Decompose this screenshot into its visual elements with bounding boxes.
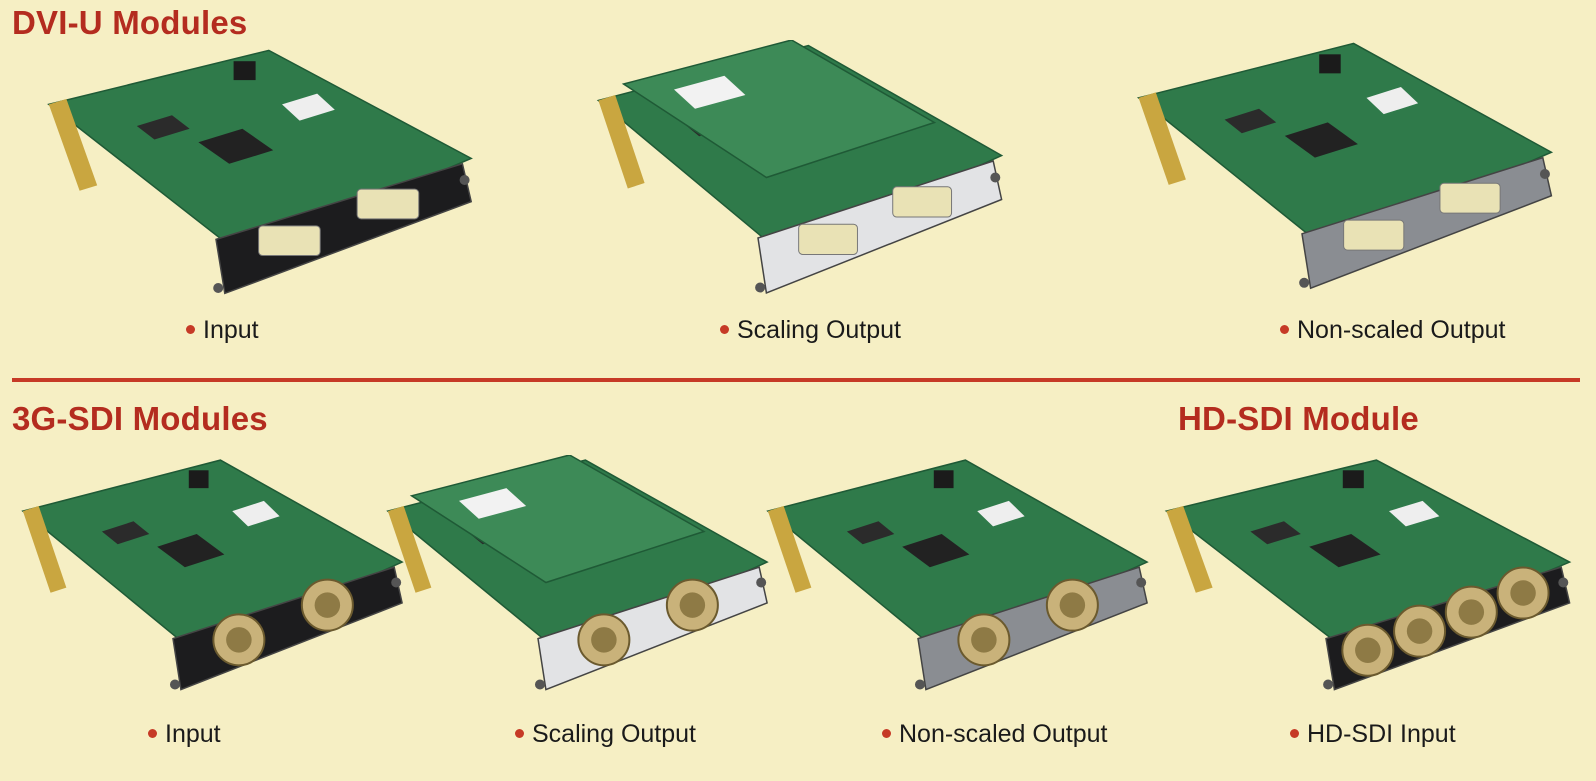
mounting-screw [391, 577, 402, 588]
chip [1250, 521, 1301, 545]
dvi-connector [258, 225, 321, 257]
bullet-icon [1280, 324, 1289, 334]
daughter-board [409, 455, 706, 584]
mounting-screw [990, 172, 1001, 183]
chip [902, 534, 970, 568]
bullet-icon [186, 324, 195, 334]
mounting-screw [1136, 577, 1147, 588]
sdi3g-input-caption: Input [148, 720, 221, 749]
label-sticker [674, 75, 746, 109]
mounting-screw [1539, 169, 1550, 179]
edge-connector [22, 506, 67, 593]
mounting-screw [169, 679, 180, 690]
sdi3g-input-card-image [21, 459, 404, 691]
sdi3g-nonscaled-output-caption: Non-scaled Output [882, 720, 1107, 749]
hdsdi-input-card-image [1164, 459, 1572, 691]
label-sticker [1366, 86, 1419, 115]
daughter-board [621, 40, 937, 179]
sdi3g-scaling-output-module [380, 455, 775, 710]
bnc-connector-center [226, 627, 252, 653]
section-divider [12, 378, 1580, 382]
chip [101, 521, 150, 545]
mounting-screw [755, 282, 766, 293]
sdi3g-scaling-output-caption: Scaling Output [515, 720, 696, 749]
bullet-icon [720, 324, 729, 334]
dvi-section-title: DVI-U Modules [12, 4, 248, 41]
dvi-connector [356, 188, 420, 220]
sdi3g-input-module [15, 455, 410, 710]
mounting-screw [1323, 679, 1334, 690]
mounting-screw [1558, 577, 1569, 588]
bnc-connector-center [1059, 592, 1086, 618]
inductor [1319, 54, 1341, 74]
inductor [188, 470, 209, 489]
dvi-connector [892, 186, 953, 218]
mounting-screw [459, 175, 470, 185]
bnc-connector-center [1510, 580, 1536, 606]
mounting-screw [534, 679, 545, 690]
dvi-connector [798, 223, 858, 255]
bnc-connector-center [1458, 599, 1485, 625]
mounting-screw [1299, 277, 1310, 288]
hdsdi-input-caption: HD-SDI Input [1290, 720, 1456, 749]
mounting-screw [213, 283, 224, 293]
dvi-scaling-output-module [590, 40, 1010, 315]
chip [1309, 534, 1381, 568]
edge-connector [767, 506, 812, 593]
inductor [933, 470, 954, 489]
mounting-screw [756, 577, 767, 588]
inductor [1342, 470, 1364, 489]
dvi-scaling-output-caption: Scaling Output [720, 316, 901, 345]
sdi3g-section-title: 3G-SDI Modules [12, 400, 268, 437]
dvi-scaling-output-card-image [596, 40, 1004, 295]
edge-connector [1166, 506, 1213, 593]
label-sticker [282, 93, 335, 121]
chip [1224, 108, 1277, 134]
chip [198, 128, 274, 164]
dvi-input-caption: Input [186, 316, 259, 345]
bnc-connector-center [1406, 618, 1433, 644]
bnc-connector-center [1355, 637, 1381, 663]
sdi3g-nonscaled-output-module [760, 455, 1155, 710]
edge-connector [598, 95, 645, 189]
edge-connector [48, 99, 98, 191]
edge-connector [387, 506, 432, 593]
bnc-connector-center [591, 627, 617, 653]
chip [157, 534, 225, 568]
dvi-connector [1439, 182, 1501, 214]
dvi-input-module [40, 45, 480, 315]
dvi-nonscaled-output-card-image [1136, 42, 1554, 290]
chip [1284, 122, 1358, 158]
mounting-screw [914, 679, 925, 690]
hdsdi-input-module [1158, 455, 1578, 710]
edge-connector [1138, 92, 1186, 185]
hdsdi-section-title: HD-SDI Module [1178, 400, 1419, 437]
bullet-icon [882, 728, 891, 738]
bnc-connector-center [314, 592, 341, 618]
sdi3g-scaling-output-card-image [386, 455, 769, 691]
dvi-connector [1343, 219, 1405, 251]
dvi-nonscaled-output-caption: Non-scaled Output [1280, 316, 1505, 345]
bullet-icon [515, 728, 524, 738]
dvi-nonscaled-output-module [1130, 38, 1560, 310]
label-sticker [459, 488, 527, 519]
sdi3g-nonscaled-output-card-image [766, 459, 1149, 691]
chip [136, 115, 190, 140]
bnc-connector-center [971, 627, 997, 653]
chip [846, 521, 895, 545]
bnc-connector-center [679, 592, 706, 618]
bullet-icon [1290, 728, 1299, 738]
dvi-input-card-image [47, 49, 473, 295]
inductor [233, 61, 256, 81]
bullet-icon [148, 728, 157, 738]
